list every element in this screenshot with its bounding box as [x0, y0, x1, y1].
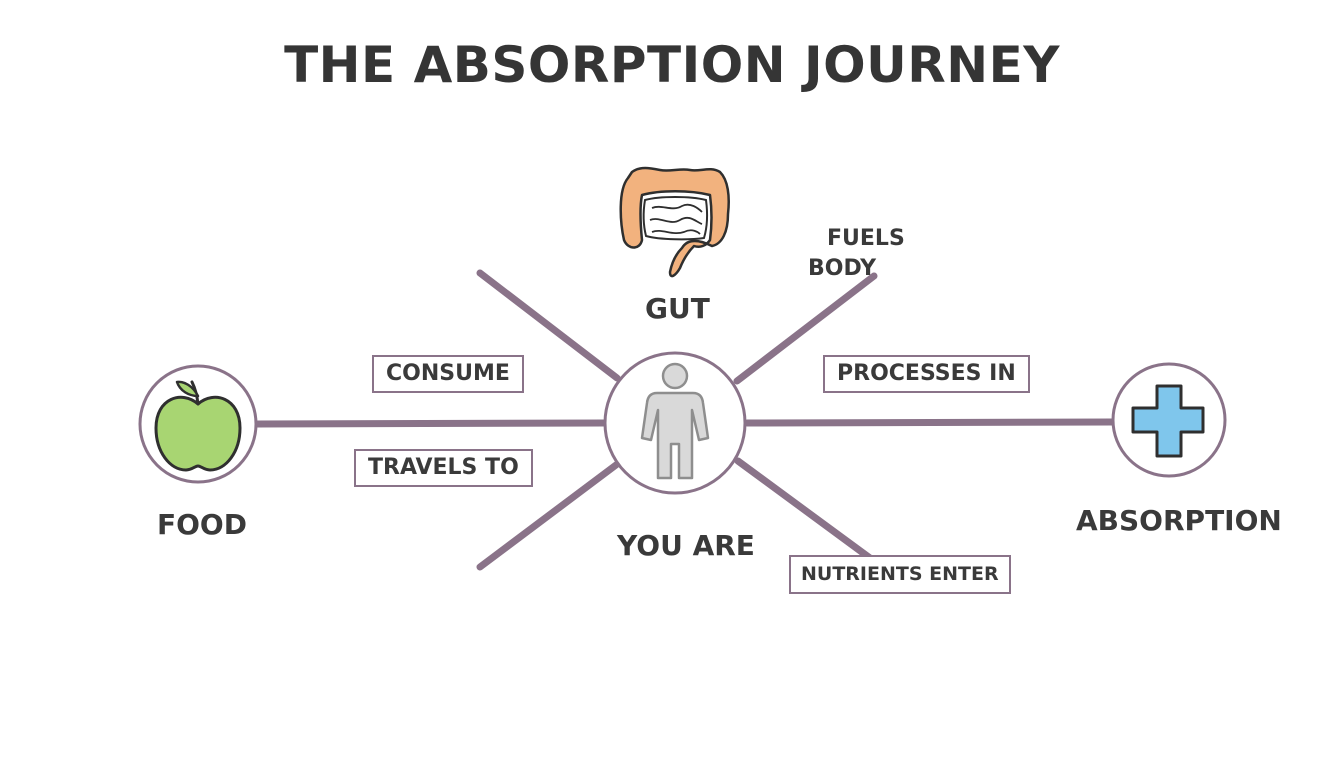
edge-label-body: BODY — [808, 256, 877, 281]
food-node — [138, 364, 258, 484]
node-label-gut: GUT — [645, 292, 710, 325]
edge-label-fuels: FUELS — [827, 226, 905, 251]
intestine-icon — [619, 166, 730, 278]
medical-cross-icon — [1131, 384, 1205, 458]
edge-label-nutrients-enter: NUTRIENTS ENTER — [789, 555, 1011, 594]
connector-upper-right — [733, 272, 878, 385]
you-node — [603, 351, 747, 495]
connector-you-absorption — [743, 418, 1117, 427]
apple-icon — [154, 380, 242, 472]
diagram-title: THE ABSORPTION JOURNEY — [284, 36, 1060, 94]
edge-label-processes-in: PROCESSES IN — [823, 355, 1030, 393]
absorption-node — [1111, 362, 1227, 478]
connector-lower-left — [476, 461, 620, 571]
edge-label-consume: CONSUME — [372, 355, 524, 393]
connector-food-you — [252, 419, 608, 428]
node-label-you: YOU ARE — [617, 529, 755, 562]
edge-label-travels-to: TRAVELS TO — [354, 449, 533, 487]
node-label-food: FOOD — [157, 508, 247, 541]
connector-lower-right — [734, 457, 878, 565]
node-label-absorption: ABSORPTION — [1076, 504, 1282, 537]
person-icon — [640, 362, 710, 480]
connector-upper-left — [476, 269, 621, 382]
